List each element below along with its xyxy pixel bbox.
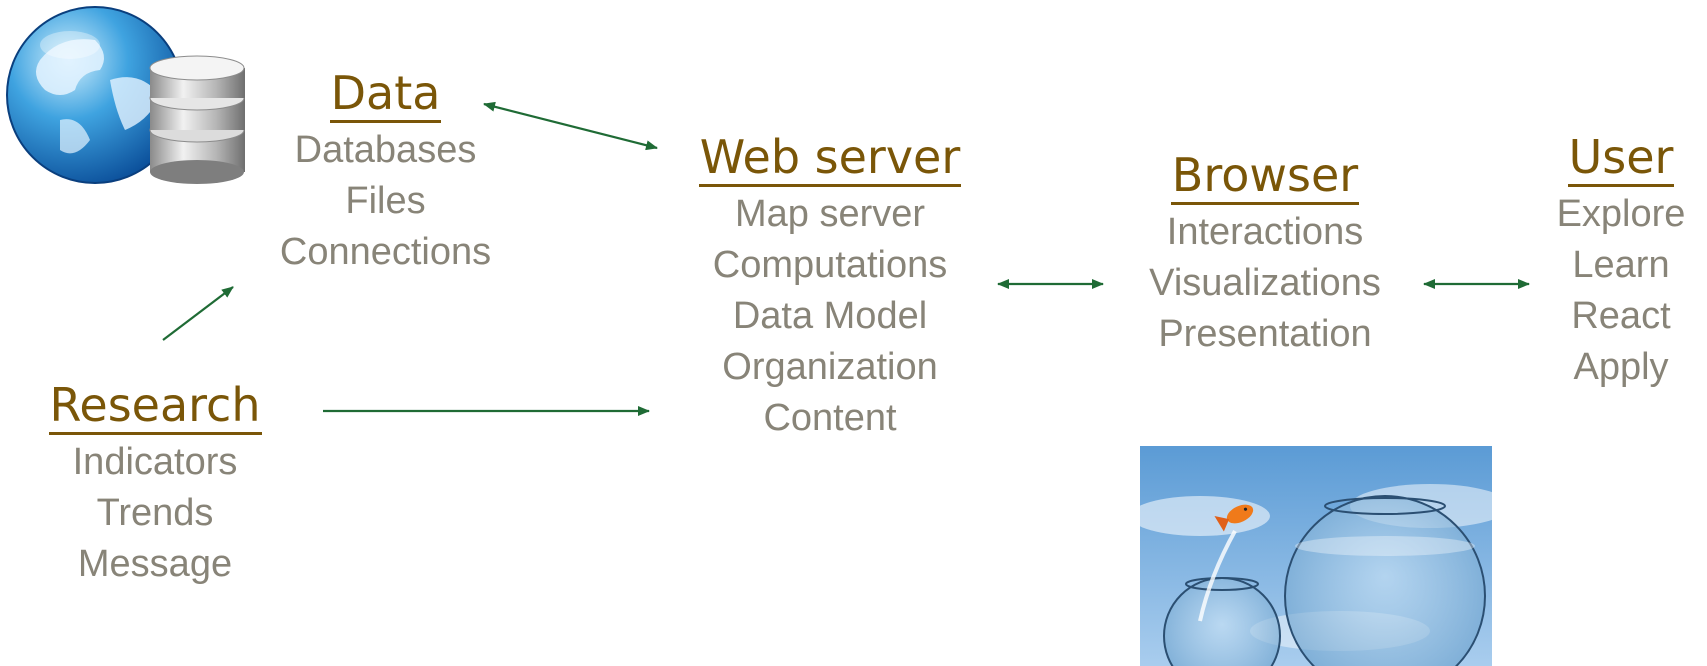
arrow-research-data: [162, 286, 234, 341]
webserver-item-computations: Computations: [712, 243, 948, 286]
user-item-apply: Apply: [1573, 345, 1669, 388]
data-item-databases: Databases: [294, 128, 477, 171]
research-node: Research Indicators Trends Message: [20, 379, 290, 590]
arrow-data-webserver: [483, 101, 658, 151]
user-title: User: [1567, 131, 1675, 187]
user-item-explore: Explore: [1556, 192, 1686, 235]
data-item-connections: Connections: [279, 230, 492, 273]
browser-title: Browser: [1170, 149, 1360, 205]
webserver-title: Web server: [698, 131, 962, 187]
browser-item-interactions: Interactions: [1166, 210, 1364, 253]
data-node: Data Databases Files Connections: [248, 67, 523, 278]
webserver-item-map-server: Map server: [734, 192, 926, 235]
research-item-trends: Trends: [96, 491, 214, 534]
webserver-node: Web server Map server Computations Data …: [680, 131, 980, 444]
webserver-item-organization: Organization: [722, 345, 938, 388]
webserver-items: Map server Computations Data Model Organ…: [680, 189, 980, 444]
research-item-indicators: Indicators: [72, 440, 238, 483]
research-items: Indicators Trends Message: [20, 437, 290, 590]
browser-item-presentation: Presentation: [1158, 312, 1372, 355]
user-items: Explore Learn React Apply: [1535, 189, 1707, 393]
data-items: Databases Files Connections: [248, 125, 523, 278]
user-item-react: React: [1571, 294, 1671, 337]
webserver-item-data-model: Data Model: [732, 294, 928, 337]
browser-node: Browser Interactions Visualizations Pres…: [1115, 149, 1415, 360]
user-item-learn: Learn: [1572, 243, 1670, 286]
globe-database-icon: [6, 6, 245, 184]
research-title: Research: [48, 379, 262, 435]
goldfish-bowl-photo: [1140, 446, 1492, 666]
webserver-item-content: Content: [763, 396, 897, 439]
user-node: User Explore Learn React Apply: [1535, 131, 1707, 393]
data-title: Data: [329, 67, 442, 123]
data-item-files: Files: [345, 179, 426, 222]
browser-item-visualizations: Visualizations: [1149, 261, 1381, 304]
research-item-message: Message: [77, 542, 233, 585]
browser-items: Interactions Visualizations Presentation: [1115, 207, 1415, 360]
